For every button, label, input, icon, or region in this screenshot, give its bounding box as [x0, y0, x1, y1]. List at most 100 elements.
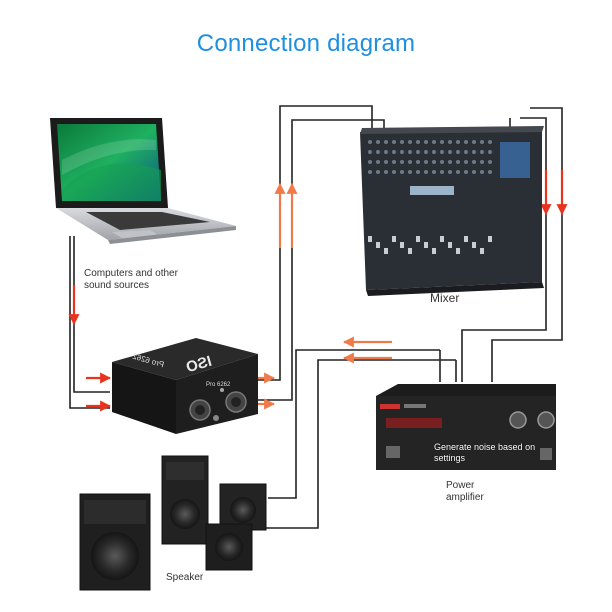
- mixer-knob: [368, 150, 372, 154]
- mixer-knob: [440, 170, 444, 174]
- mixer-knob: [400, 170, 404, 174]
- mixer-knob: [408, 150, 412, 154]
- mixer-knob: [432, 150, 436, 154]
- mixer-fader: [368, 236, 372, 242]
- mixer-knob: [400, 150, 404, 154]
- mixer-knob: [432, 140, 436, 144]
- diagram-title: Connection diagram: [196, 30, 416, 57]
- mixer-knob: [384, 140, 388, 144]
- mixer-knob: [376, 170, 380, 174]
- mixer-knob: [456, 170, 460, 174]
- mixer-knob: [424, 150, 428, 154]
- mixer-knob: [464, 150, 468, 154]
- mixer-knob: [416, 150, 420, 154]
- mixer-knob: [448, 170, 452, 174]
- mixer-knob: [480, 160, 484, 164]
- mixer-fader: [488, 236, 492, 242]
- mixer-knob: [432, 170, 436, 174]
- mixer-knob: [376, 150, 380, 154]
- mixer-fader: [480, 248, 484, 254]
- cable-mixer-to-amp-1: [461, 117, 547, 382]
- mixer-knob: [448, 160, 452, 164]
- laptop-icon: [50, 118, 236, 244]
- signal-arrows: [68, 170, 568, 412]
- mixer-knob: [408, 140, 412, 144]
- mixer-fader: [432, 248, 436, 254]
- label-mixer: Mixer: [430, 291, 460, 305]
- mixer-knob: [408, 170, 412, 174]
- mixer-knob: [440, 140, 444, 144]
- mixer-knob: [448, 150, 452, 154]
- mixer-knob: [480, 150, 484, 154]
- mixer-knob: [472, 140, 476, 144]
- mixer-knob: [472, 170, 476, 174]
- mixer-fader: [464, 236, 468, 242]
- cable-amp-to-speaker-2: [258, 359, 456, 529]
- mixer-knob: [392, 150, 396, 154]
- mixer-knob: [424, 140, 428, 144]
- mixer-knob: [432, 160, 436, 164]
- mixer-knob: [424, 160, 428, 164]
- mixer-knob: [480, 140, 484, 144]
- mixer-knob: [464, 170, 468, 174]
- mixer-fader: [448, 242, 452, 248]
- mixer-knob: [440, 160, 444, 164]
- mixer-fader: [472, 242, 476, 248]
- mixer-knob: [472, 160, 476, 164]
- mixer-knob: [368, 170, 372, 174]
- mixer-knob: [488, 170, 492, 174]
- mixer-fader: [416, 236, 420, 242]
- mixer-knob: [488, 140, 492, 144]
- mixer-knob: [368, 160, 372, 164]
- mixer-knob: [384, 150, 388, 154]
- mixer-knob: [392, 160, 396, 164]
- iso-model-front: Pro 6262: [206, 382, 231, 388]
- speaker-small-1: [219, 483, 267, 531]
- cable-iso-to-mixer-1: [258, 105, 373, 381]
- mixer-knob: [424, 170, 428, 174]
- mixer-fader: [456, 248, 460, 254]
- mixer-fader: [376, 242, 380, 248]
- mixer-knob: [464, 160, 468, 164]
- mixer-knob: [408, 160, 412, 164]
- cable-mixer-to-amp-2: [491, 107, 563, 382]
- mixer-knob: [384, 170, 388, 174]
- mixer-knob: [464, 140, 468, 144]
- mixer-knob: [456, 160, 460, 164]
- mixer-fader: [384, 248, 388, 254]
- mixer-fader: [440, 236, 444, 242]
- mixer-knob: [416, 140, 420, 144]
- mixer-knob: [488, 150, 492, 154]
- mixer-fader: [408, 248, 412, 254]
- mixer-knob: [376, 160, 380, 164]
- mixer-knob: [440, 150, 444, 154]
- mixer-knob: [392, 170, 396, 174]
- mixer-knob: [448, 140, 452, 144]
- mixer-knob: [376, 140, 380, 144]
- power-amplifier: [376, 384, 556, 470]
- mixer-knob: [392, 140, 396, 144]
- iso-box: [112, 338, 258, 434]
- mixer-knob: [368, 140, 372, 144]
- cable-laptop-to-iso-2: [69, 236, 110, 409]
- mixer-knob: [456, 150, 460, 154]
- label-computers: Computers and other sound sources: [84, 268, 178, 291]
- mixer-fader: [392, 236, 396, 242]
- mixer-knob: [400, 160, 404, 164]
- mixer-fader: [400, 242, 404, 248]
- mixer-knob: [384, 160, 388, 164]
- mixer-knob: [456, 140, 460, 144]
- mixer: [360, 126, 544, 296]
- mixer-knob: [472, 150, 476, 154]
- amp-note: Generate noise based on settings: [434, 442, 536, 463]
- speaker-large: [79, 493, 151, 591]
- cable-amp-to-speaker-1: [268, 349, 440, 499]
- mixer-knob: [480, 170, 484, 174]
- mixer-fader: [424, 242, 428, 248]
- label-power-amplifier: Power amplifier: [446, 480, 484, 503]
- mixer-knob: [488, 160, 492, 164]
- mixer-knob: [416, 160, 420, 164]
- speaker-tall: [161, 455, 209, 545]
